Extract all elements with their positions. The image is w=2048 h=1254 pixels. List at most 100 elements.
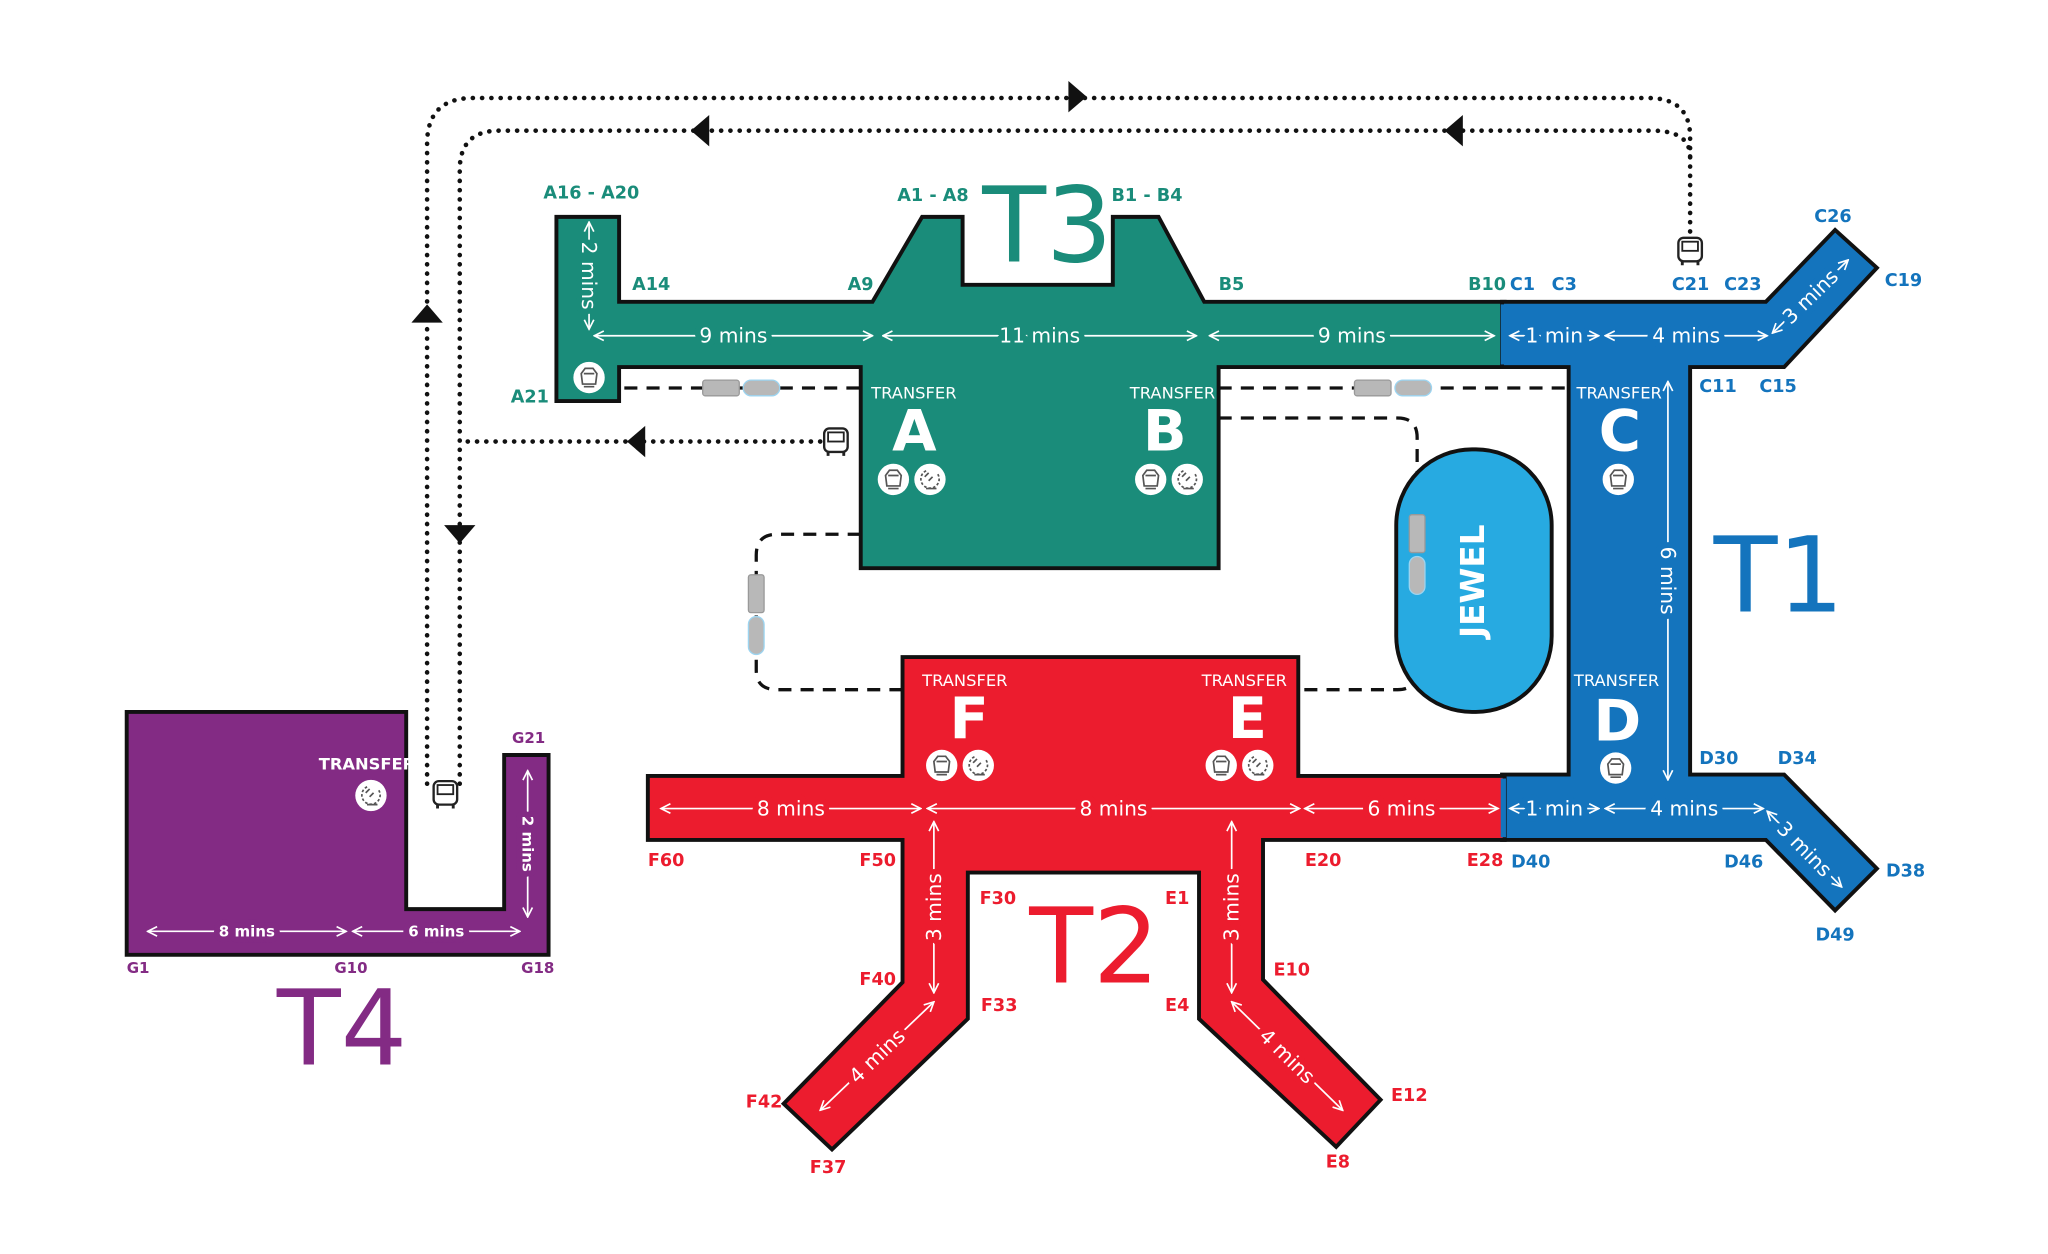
arrow-left xyxy=(626,425,646,458)
walking-time-label: 8 mins xyxy=(219,922,275,940)
skytrain-icon xyxy=(1205,749,1237,782)
transit-transfer-icon xyxy=(1171,463,1203,496)
terminal-1-area[interactable] xyxy=(1500,227,1880,914)
transit-transfer-icon xyxy=(1242,749,1274,782)
gate-label: E12 xyxy=(1391,1086,1428,1106)
transit-transfer-icon xyxy=(962,749,994,782)
skytrain-icon xyxy=(1135,463,1167,496)
terminal-label-t1: T1 xyxy=(1713,514,1844,636)
arrow-left xyxy=(1444,115,1463,147)
gate-label: F33 xyxy=(981,996,1018,1016)
walking-time-label: 4 mins xyxy=(1652,324,1720,348)
bus-route-outer xyxy=(424,95,1693,787)
gate-label: F30 xyxy=(980,889,1017,909)
gate-label: C19 xyxy=(1885,271,1922,291)
transfer-area-c[interactable]: C xyxy=(1599,398,1641,465)
gate-label: B10 xyxy=(1468,275,1506,295)
walking-time: 3 mins xyxy=(1214,822,1250,993)
walking-time-arrow xyxy=(1767,811,1841,887)
skytrain-icon xyxy=(1600,752,1632,784)
gate-label: C23 xyxy=(1724,275,1761,295)
walking-time-label: 9 mins xyxy=(1318,324,1386,348)
gate-label: E8 xyxy=(1326,1153,1350,1173)
gate-label: C1 xyxy=(1510,275,1535,295)
walking-time-label: 1 min xyxy=(1526,797,1583,821)
walking-time-label: 8 mins xyxy=(757,797,825,821)
walking-time-label: 9 mins xyxy=(699,324,767,348)
shuttle-bus-icon[interactable] xyxy=(1677,236,1704,266)
gate-label: C21 xyxy=(1672,275,1709,295)
walking-time-label: 8 mins xyxy=(1079,797,1147,821)
arrow-down xyxy=(444,525,476,544)
gate-label: A9 xyxy=(848,275,874,295)
gate-label: E28 xyxy=(1467,851,1504,871)
walking-time-label: 2 mins xyxy=(577,242,601,310)
gate-label: C15 xyxy=(1759,377,1796,397)
walking-time-label: 11 mins xyxy=(999,324,1080,348)
skytrain-car-icon xyxy=(1353,379,1433,397)
transfer-area-f[interactable]: F xyxy=(950,685,989,752)
walking-time-arrow xyxy=(1232,1002,1343,1110)
gate-label: G1 xyxy=(127,959,150,977)
gate-label: D46 xyxy=(1724,852,1763,872)
skytrain-icon xyxy=(1602,463,1634,496)
terminal-label-t3: T3 xyxy=(981,164,1112,286)
gate-label: A21 xyxy=(511,387,549,407)
arrow-up xyxy=(411,304,443,323)
walking-time-arrow xyxy=(820,1002,934,1110)
walking-time: 6 mins xyxy=(1305,791,1498,826)
skytrain-car-icon xyxy=(747,574,765,656)
skytrain-icon xyxy=(926,749,958,782)
terminal-4-area[interactable] xyxy=(124,709,551,957)
transfer-label: TRANSFER xyxy=(921,671,1007,690)
gate-label: D30 xyxy=(1699,749,1738,769)
terminal-label-t2: T2 xyxy=(1028,885,1159,1007)
transfer-area-e[interactable]: E xyxy=(1228,685,1267,752)
walking-time-label: 3 mins xyxy=(922,873,946,941)
gate-label: F50 xyxy=(859,851,896,871)
walking-time-label: 6 mins xyxy=(1367,797,1435,821)
arrow-left xyxy=(690,115,710,147)
walking-time: 6 mins xyxy=(1650,381,1686,779)
gate-label: F42 xyxy=(746,1093,783,1113)
skytrain-car-icon xyxy=(702,379,781,397)
transfer-label: TRANSFER xyxy=(1129,383,1215,402)
gate-label: E4 xyxy=(1165,996,1189,1016)
transfer-area-a[interactable]: A xyxy=(892,398,937,465)
transfer-label: TRANSFER xyxy=(1575,383,1661,402)
gate-label: B5 xyxy=(1219,275,1245,295)
transfer-label: TRANSFER xyxy=(1201,671,1287,690)
transfer-area-b[interactable]: B xyxy=(1143,398,1187,465)
walking-time: 4 mins xyxy=(1605,318,1767,354)
shuttle-bus-icon[interactable] xyxy=(822,427,849,456)
gate-label: B1 - B4 xyxy=(1112,186,1183,206)
walking-time: 9 mins xyxy=(1209,318,1494,354)
walking-time-arrow xyxy=(1772,260,1848,333)
skytrain-route xyxy=(1218,416,1419,692)
walking-time: 9 mins xyxy=(594,318,872,354)
walking-time-label: 6 mins xyxy=(408,922,464,940)
route-arrows xyxy=(411,81,1463,544)
transfer-label: TRANSFER xyxy=(1573,671,1659,690)
gate-label: F37 xyxy=(810,1158,847,1178)
gate-label: C26 xyxy=(1814,207,1851,227)
skytrain-route xyxy=(754,532,903,692)
walking-time-label: 6 mins xyxy=(1656,547,1680,615)
gate-label: G21 xyxy=(512,729,545,747)
terminal-3-area[interactable] xyxy=(554,214,1507,571)
gate-label: A14 xyxy=(632,275,670,295)
gate-label: G18 xyxy=(521,959,554,977)
gate-label: C11 xyxy=(1699,377,1736,397)
shuttle-bus-icon[interactable] xyxy=(432,779,459,809)
walking-time-label: 1 min xyxy=(1526,324,1583,348)
walking-time: 8 mins xyxy=(927,791,1299,826)
gate-label: E20 xyxy=(1305,851,1342,871)
walking-time: 1 min xyxy=(1510,318,1599,354)
walking-time: 3 mins xyxy=(916,822,952,993)
gate-label: E1 xyxy=(1165,889,1189,909)
gate-label: E10 xyxy=(1273,961,1310,981)
jewel-area[interactable] xyxy=(1394,447,1554,714)
skytrain-car-icon xyxy=(1408,514,1426,595)
transfer-area-d[interactable]: D xyxy=(1593,688,1641,755)
